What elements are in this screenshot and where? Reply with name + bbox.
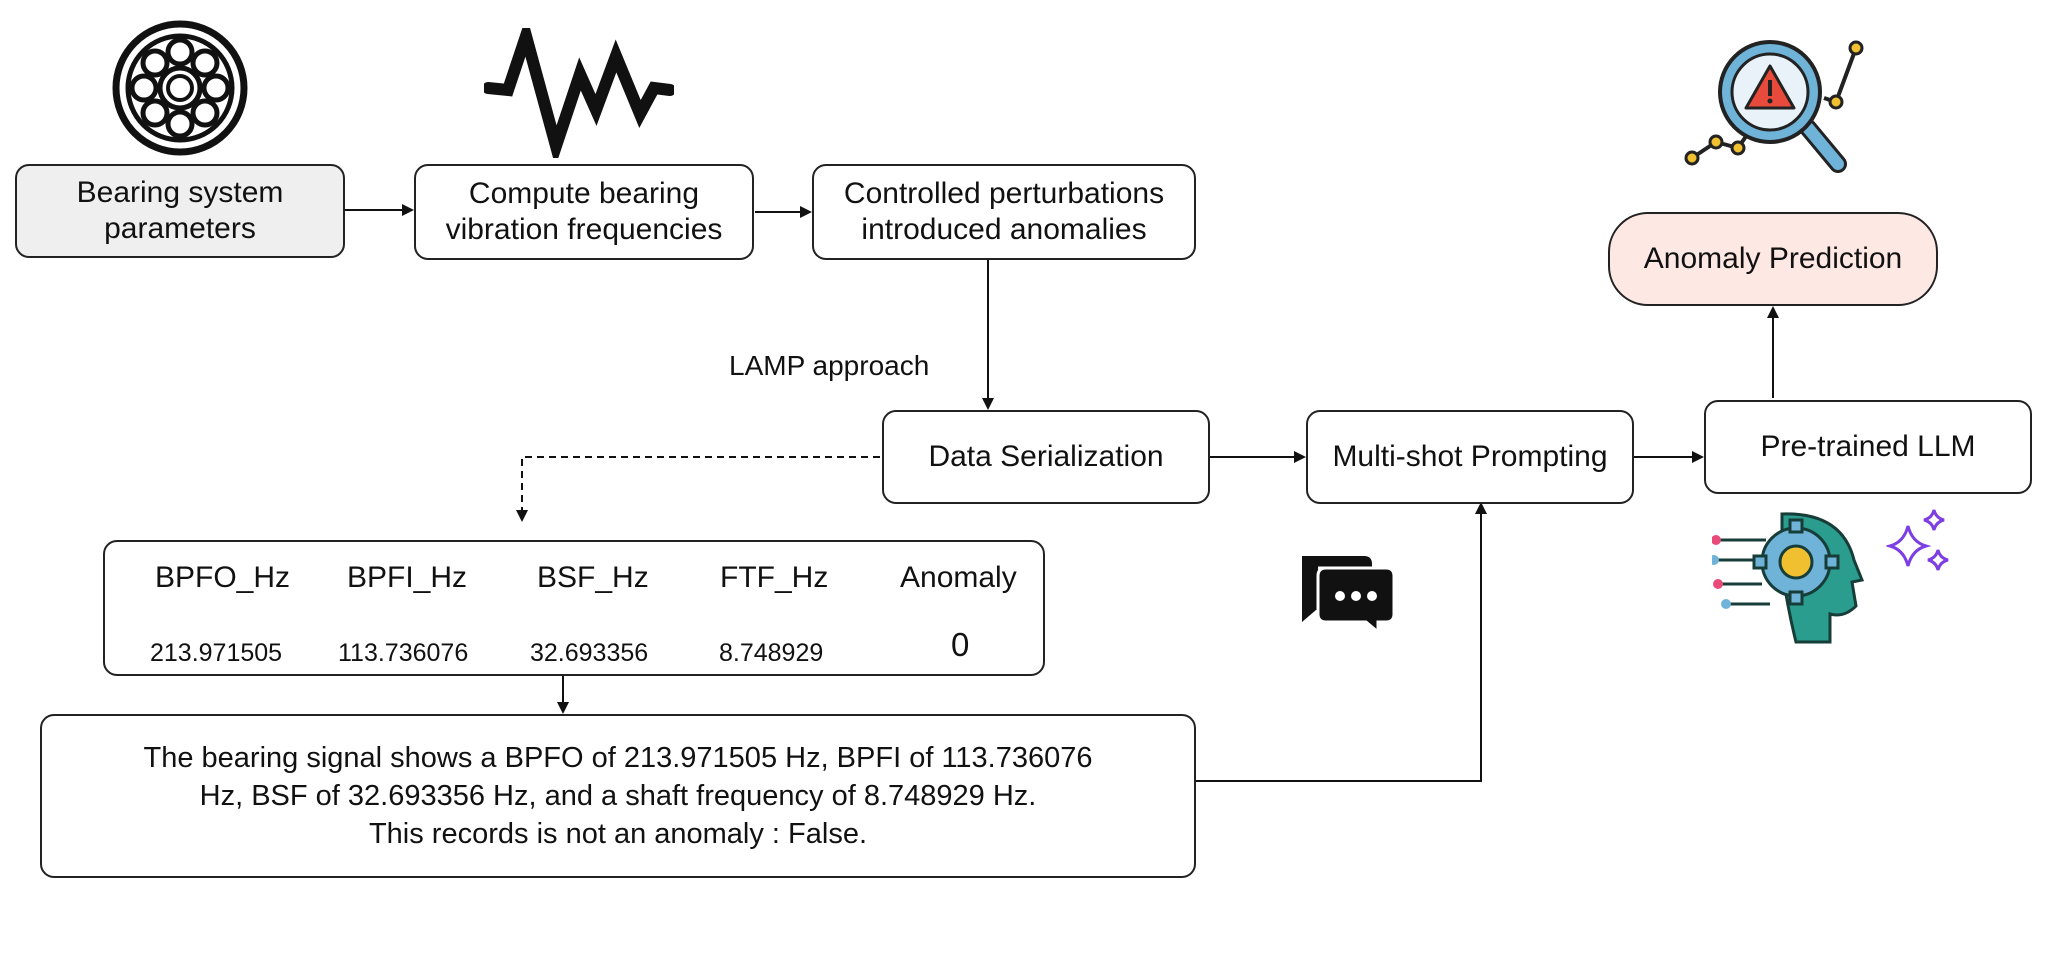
compute-frequencies-node: Compute bearing vibration frequencies	[414, 164, 754, 260]
perturbations-node: Controlled perturbations introduced anom…	[812, 164, 1196, 260]
table-header-ftf: FTF_Hz	[720, 561, 829, 594]
data-serialization-node: Data Serialization	[882, 410, 1210, 504]
anomaly-prediction-node: Anomaly Prediction	[1608, 212, 1938, 306]
edge-serialize-to-table-dashed	[516, 456, 880, 522]
lamp-approach-label: LAMP approach	[729, 350, 930, 381]
anomaly-magnifier-icon	[1684, 40, 1864, 173]
chat-bubbles-icon	[1302, 556, 1396, 636]
bearing-icon	[112, 20, 248, 156]
sparkle-icon	[1886, 509, 1949, 571]
table-cell-bpfo: 213.971505	[150, 639, 283, 667]
bearing-params-node: Bearing system parameters	[15, 164, 345, 258]
serialized-text-box: The bearing signal shows a BPFO of 213.9…	[40, 714, 1196, 878]
edge-text-to-multishot	[1196, 502, 1487, 782]
ai-brain-gear-icon	[1712, 512, 1865, 644]
pretrained-llm-node: Pre-trained LLM	[1704, 400, 2032, 494]
vibration-signal-icon	[484, 28, 674, 158]
table-header-bpfo: BPFO_Hz	[155, 561, 291, 594]
multishot-prompting-node: Multi-shot Prompting	[1306, 410, 1634, 504]
table-header-anomaly: Anomaly	[900, 561, 1017, 594]
table-header-bpfi: BPFI_Hz	[347, 561, 468, 594]
table-header-bsf: BSF_Hz	[537, 561, 649, 594]
table-cell-anomaly: 0	[951, 626, 970, 663]
table-cell-bsf: 32.693356	[530, 639, 649, 667]
data-table-box: BPFO_Hz BPFI_Hz BSF_Hz FTF_Hz Anomaly 21…	[103, 540, 1045, 676]
table-cell-ftf: 8.748929	[719, 639, 824, 667]
table-cell-bpfi: 113.736076	[338, 639, 469, 667]
